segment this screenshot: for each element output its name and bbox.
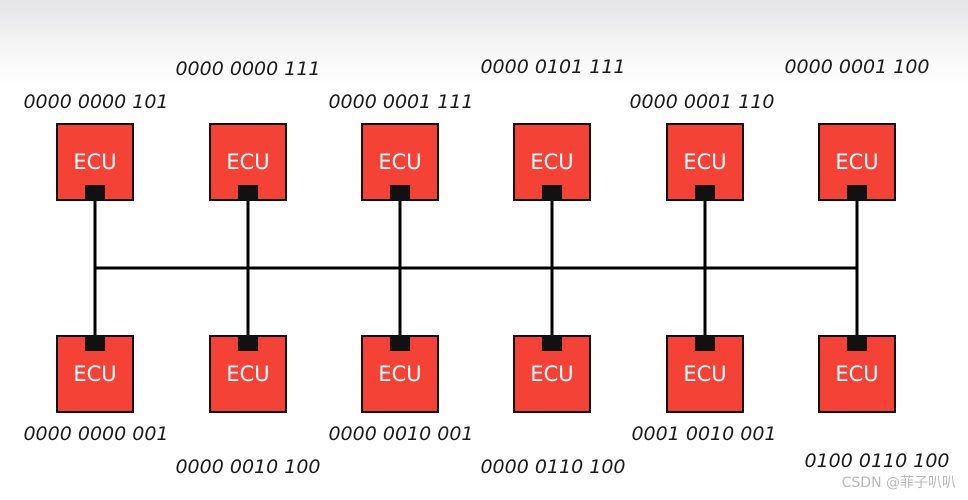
top-ecu-4: ECU xyxy=(513,123,591,201)
top-address-6: 0000 0001 100 xyxy=(784,56,930,78)
ecu-port xyxy=(238,336,258,351)
ecu-port xyxy=(85,185,105,200)
ecu-port xyxy=(542,185,562,200)
top-address-2: 0000 0000 111 xyxy=(175,58,321,80)
ecu-port xyxy=(695,185,715,200)
ecu-port xyxy=(847,185,867,200)
ecu-label: ECU xyxy=(226,150,269,174)
ecu-label: ECU xyxy=(835,362,878,386)
bottom-address-3: 0000 0010 001 xyxy=(328,423,474,445)
bottom-ecu-6: ECU xyxy=(818,335,896,413)
top-ecu-5: ECU xyxy=(666,123,744,201)
ecu-port xyxy=(695,336,715,351)
ecu-label: ECU xyxy=(683,150,726,174)
ecu-label: ECU xyxy=(530,150,573,174)
ecu-label: ECU xyxy=(73,362,116,386)
watermark: CSDN @菲子叭叭 xyxy=(841,475,956,491)
ecu-label: ECU xyxy=(226,362,269,386)
top-address-5: 0000 0001 110 xyxy=(629,91,775,113)
ecu-port xyxy=(542,336,562,351)
ecu-port xyxy=(85,336,105,351)
top-address-3: 0000 0001 111 xyxy=(328,91,474,113)
ecu-label: ECU xyxy=(835,150,878,174)
bottom-ecu-3: ECU xyxy=(361,335,439,413)
top-address-4: 0000 0101 111 xyxy=(480,56,626,78)
ecu-label: ECU xyxy=(683,362,726,386)
bottom-ecu-2: ECU xyxy=(209,335,287,413)
ecu-port xyxy=(390,185,410,200)
top-ecu-1: ECU xyxy=(56,123,134,201)
bottom-address-2: 0000 0010 100 xyxy=(175,456,321,478)
top-address-1: 0000 0000 101 xyxy=(23,91,169,113)
bottom-address-6: 0100 0110 100 xyxy=(804,450,950,472)
top-ecu-6: ECU xyxy=(818,123,896,201)
ecu-label: ECU xyxy=(73,150,116,174)
ecu-port xyxy=(238,185,258,200)
ecu-label: ECU xyxy=(378,150,421,174)
bottom-ecu-4: ECU xyxy=(513,335,591,413)
ecu-port xyxy=(847,336,867,351)
bottom-address-4: 0000 0110 100 xyxy=(480,456,626,478)
bottom-address-5: 0001 0010 001 xyxy=(631,423,777,445)
bottom-ecu-5: ECU xyxy=(666,335,744,413)
top-ecu-2: ECU xyxy=(209,123,287,201)
ecu-label: ECU xyxy=(530,362,573,386)
bottom-ecu-1: ECU xyxy=(56,335,134,413)
bottom-address-1: 0000 0000 001 xyxy=(23,423,169,445)
ecu-port xyxy=(390,336,410,351)
top-ecu-3: ECU xyxy=(361,123,439,201)
ecu-label: ECU xyxy=(378,362,421,386)
